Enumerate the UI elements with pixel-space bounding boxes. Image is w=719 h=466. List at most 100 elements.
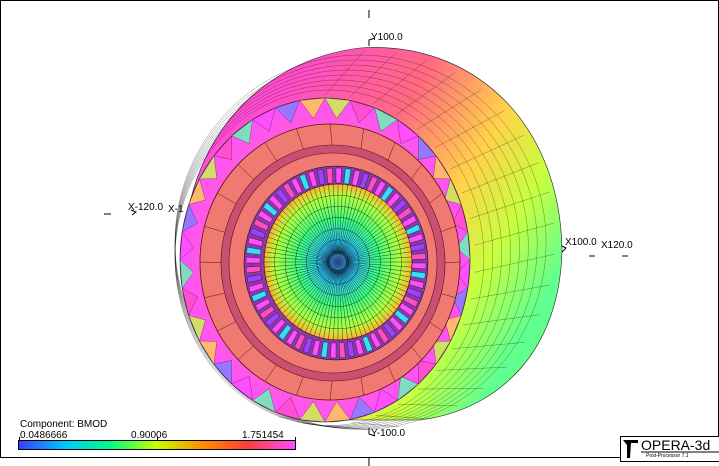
legend-min-value: 0.0486666 [20, 430, 68, 441]
shell-mesh-line [470, 192, 549, 219]
rotor-spoke [318, 269, 337, 338]
rotor-spoke [345, 265, 405, 297]
rotor-slot [251, 290, 267, 302]
stator-tooth [397, 119, 419, 144]
stator-tooth [349, 396, 375, 420]
shell-mesh-line [395, 72, 456, 115]
rotor-slot [335, 167, 342, 184]
axis-markers [104, 10, 628, 466]
legend-title: Component: BMOD [20, 419, 108, 430]
rotor-slot [394, 309, 410, 324]
stator-tooth [179, 259, 194, 289]
rotor-spoke [264, 262, 331, 273]
stator-tooth [179, 231, 194, 261]
rotor-spoke [267, 236, 331, 260]
rotor-slot [268, 194, 284, 210]
rotor-spoke [273, 265, 332, 302]
rotor-spoke [273, 222, 332, 259]
shell-mesh-line [324, 49, 366, 96]
rotor-spoke [309, 269, 336, 335]
legend-max-value: 1.751454 [242, 430, 284, 441]
rotor-spoke [338, 184, 344, 255]
stator-tooth [374, 107, 398, 132]
colorbar-tick [295, 437, 296, 441]
rotor-slot [245, 256, 261, 264]
stator-tooth [349, 100, 375, 124]
rotor-spoke [289, 203, 333, 257]
rotor-spoke [343, 210, 394, 257]
stator-tooth [181, 203, 198, 233]
stator-tooth [231, 376, 253, 401]
rotor-spoke [341, 269, 371, 333]
rotor-spoke [305, 191, 335, 255]
rotor-slot [290, 177, 303, 195]
shell-mesh-ring [174, 54, 547, 430]
rotor-slot [398, 302, 415, 316]
stator-tooth [452, 203, 469, 233]
rotor-slot [299, 173, 310, 191]
shell-mesh [174, 49, 555, 431]
rotor-slot [311, 339, 321, 357]
rotor-slot [330, 342, 337, 359]
rotor-spoke [340, 189, 367, 255]
rotor-spoke [282, 267, 333, 314]
shell-mesh-line [451, 342, 526, 350]
rotor-spoke [323, 269, 337, 339]
rotor-spoke [345, 262, 412, 268]
stator-tooth [275, 100, 301, 124]
rotor-spoke [340, 269, 363, 336]
rotor-spoke [305, 269, 335, 333]
rotor-ring [306, 228, 370, 296]
rotor-slot [346, 340, 356, 358]
rotor-spoke [340, 269, 367, 335]
rotor-slot [388, 316, 404, 332]
opera-logo-box [620, 436, 719, 462]
stator-tooth [444, 315, 462, 342]
colorbar-tick [157, 437, 158, 441]
rotor-slot [376, 327, 390, 344]
stator-tooth [418, 135, 437, 160]
stator-tooth [275, 396, 301, 420]
rotor-spoke [341, 268, 376, 330]
rotor-ring [284, 206, 392, 318]
rotor-spoke [345, 263, 410, 283]
stator-tooth [199, 340, 218, 365]
rotor-spoke [296, 197, 334, 256]
stator-tooth [252, 107, 276, 132]
rotor-spoke [339, 185, 353, 255]
stator-tooth [418, 360, 437, 385]
stator-tooth [213, 360, 232, 385]
shell-mesh-line [462, 314, 540, 326]
rotor-slot [293, 333, 306, 351]
shell-mesh-line [327, 424, 368, 431]
rotor-spoke [339, 186, 358, 255]
stator-tooth [299, 97, 326, 119]
rotor-spoke [342, 199, 384, 256]
rotor-spoke [276, 218, 332, 258]
rotor-slot [362, 335, 373, 353]
rotor-slot [369, 331, 382, 349]
rotor-slot [403, 295, 419, 308]
rotor-slot [246, 274, 262, 284]
rotor-spoke [332, 184, 338, 255]
shell-mesh-line [416, 89, 482, 130]
stator-tooth [324, 401, 351, 423]
rotor-ring [316, 239, 360, 285]
rotor-spoke [344, 222, 403, 259]
axis-label-x-right-outer: X120.0 [601, 240, 633, 251]
stator-tooth [188, 178, 206, 205]
rotor-spoke [279, 266, 332, 310]
rotor-spoke [279, 214, 332, 258]
stator-tooth [456, 231, 471, 261]
rotor-spoke [345, 241, 410, 261]
rotor-spoke [344, 218, 400, 258]
shell-mesh-line [351, 422, 399, 428]
rotor-slot [320, 341, 329, 358]
rotor-slot [316, 168, 326, 186]
rotor-spoke [269, 264, 331, 293]
rotor-slot [343, 168, 352, 185]
stator-tooth [456, 259, 471, 289]
rotor-spoke [338, 269, 344, 340]
